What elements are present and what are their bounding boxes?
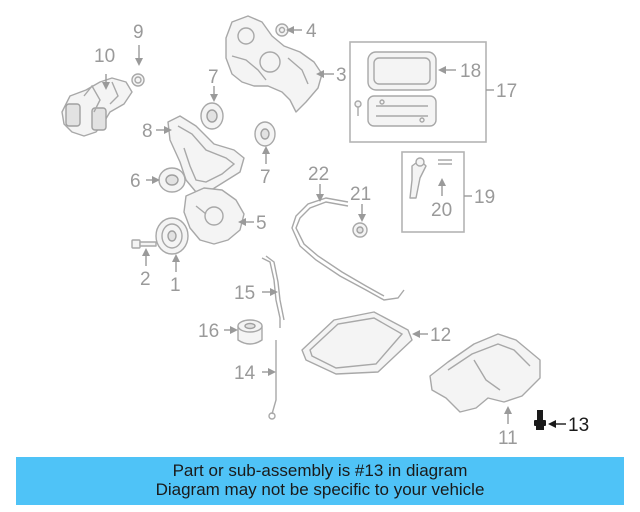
banner-line-disclaimer: Diagram may not be specific to your vehi… <box>155 480 485 499</box>
part-16-oil-filter[interactable] <box>237 319 263 345</box>
callout-4: 4 <box>306 21 317 42</box>
callout-10: 10 <box>94 46 115 67</box>
part-7-idler-pulley-upper[interactable] <box>200 102 224 130</box>
part-3-timing-cover[interactable] <box>225 15 323 113</box>
part-15-dipstick-tube[interactable] <box>261 255 285 328</box>
callout-8: 8 <box>142 121 153 142</box>
part-11-oil-pan[interactable] <box>429 333 541 413</box>
part-8-timing-belt[interactable] <box>167 115 245 193</box>
part-12-oil-pan-gasket[interactable] <box>301 311 413 375</box>
info-banner: Part or sub-assembly is #13 in diagram D… <box>16 457 624 505</box>
callout-15: 15 <box>234 283 255 304</box>
part-2-bolt[interactable] <box>131 239 157 249</box>
part-22-oil-tube[interactable] <box>291 197 405 301</box>
part-1-crankshaft-pulley[interactable] <box>155 217 189 255</box>
callout-12: 12 <box>430 325 451 346</box>
callout-19: 19 <box>474 187 495 208</box>
box-19-oil-fill-kit[interactable] <box>401 151 465 233</box>
part-10-water-outlet[interactable] <box>61 77 133 137</box>
callout-7-upper: 7 <box>208 67 219 88</box>
box-17-valve-cover-gasket-kit[interactable] <box>349 41 487 143</box>
callout-18: 18 <box>460 61 481 82</box>
banner-line-part-number: Part or sub-assembly is #13 in diagram <box>172 461 468 480</box>
callout-16: 16 <box>198 321 219 342</box>
callout-7-lower: 7 <box>260 167 271 188</box>
callout-2: 2 <box>140 269 151 290</box>
part-13-drain-plug[interactable] <box>534 410 546 430</box>
callout-3: 3 <box>336 65 347 86</box>
part-6-sprocket[interactable] <box>158 167 186 193</box>
callout-14: 14 <box>234 363 256 384</box>
callout-6: 6 <box>130 171 141 192</box>
part-7-idler-pulley-lower[interactable] <box>254 121 276 147</box>
part-14-dipstick[interactable] <box>268 340 277 420</box>
callout-11: 11 <box>498 428 518 449</box>
callout-17: 17 <box>496 81 517 102</box>
callout-1: 1 <box>170 275 181 296</box>
part-9-cap[interactable] <box>131 73 145 87</box>
callout-13-highlighted: 13 <box>568 415 589 436</box>
part-21-sensor[interactable] <box>352 222 368 238</box>
callout-22: 22 <box>308 164 329 185</box>
part-5-lower-cover[interactable] <box>183 187 245 245</box>
callout-21: 21 <box>350 184 371 205</box>
callout-5: 5 <box>256 213 267 234</box>
callout-20: 20 <box>431 200 452 221</box>
callout-9: 9 <box>133 22 144 43</box>
